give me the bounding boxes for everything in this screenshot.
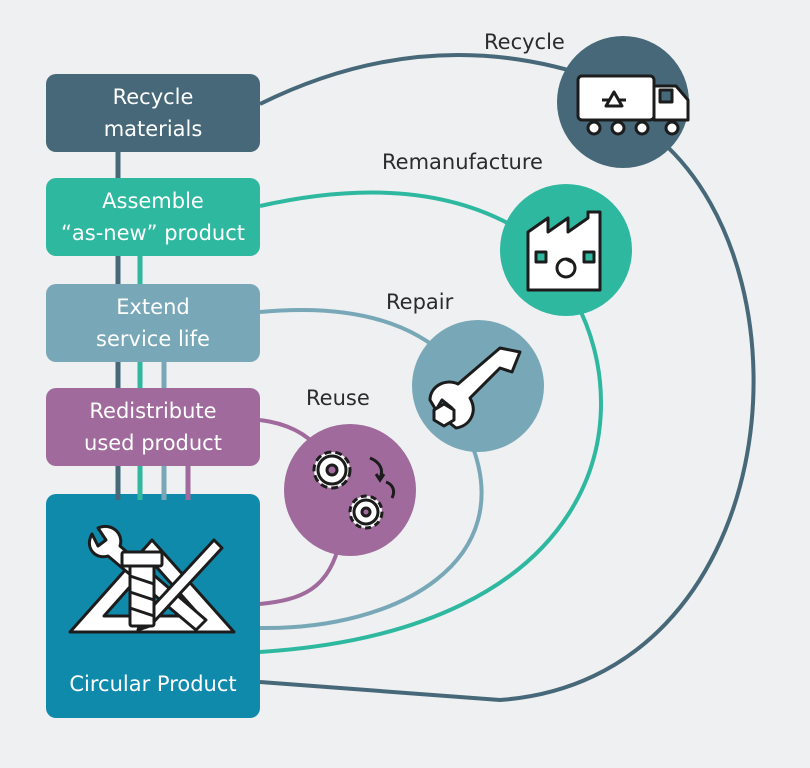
circular-product-panel: Circular Product (46, 494, 260, 718)
recycle-node (557, 36, 690, 168)
wrench-icon (428, 346, 522, 430)
remanufacture-node (500, 184, 632, 316)
tools-icon (68, 525, 236, 634)
factory-icon (526, 210, 602, 292)
redistribute-box: Redistribute used product (46, 388, 260, 466)
extend-line1: Extend (116, 295, 190, 319)
recycle-loop-arc (259, 53, 756, 703)
assemble-line1: Assemble (102, 189, 204, 213)
reuse-node (284, 424, 416, 556)
recycle-materials-line1: Recycle (112, 85, 194, 109)
repair-label: Repair (386, 290, 454, 314)
gears-icon (312, 450, 396, 530)
redistribute-line1: Redistribute (89, 399, 217, 423)
recycle-materials-line2: materials (103, 117, 203, 141)
recycle-label: Recycle (484, 30, 565, 54)
extend-line2: service life (96, 327, 210, 351)
recycling-truck-icon (576, 74, 690, 136)
extend-box: Extend service life (46, 284, 260, 362)
assemble-box: Assemble “as-new” product (46, 178, 260, 256)
redistribute-line2: used product (84, 431, 222, 455)
remanufacture-label: Remanufacture (382, 150, 543, 174)
circular-product-label: Circular Product (69, 672, 237, 696)
recycle-materials-box: Recycle materials (46, 74, 260, 152)
assemble-line2: “as-new” product (61, 221, 245, 245)
remanufacture-loop-arc (259, 190, 603, 654)
reuse-label: Reuse (306, 386, 370, 410)
repair-node (412, 320, 544, 452)
